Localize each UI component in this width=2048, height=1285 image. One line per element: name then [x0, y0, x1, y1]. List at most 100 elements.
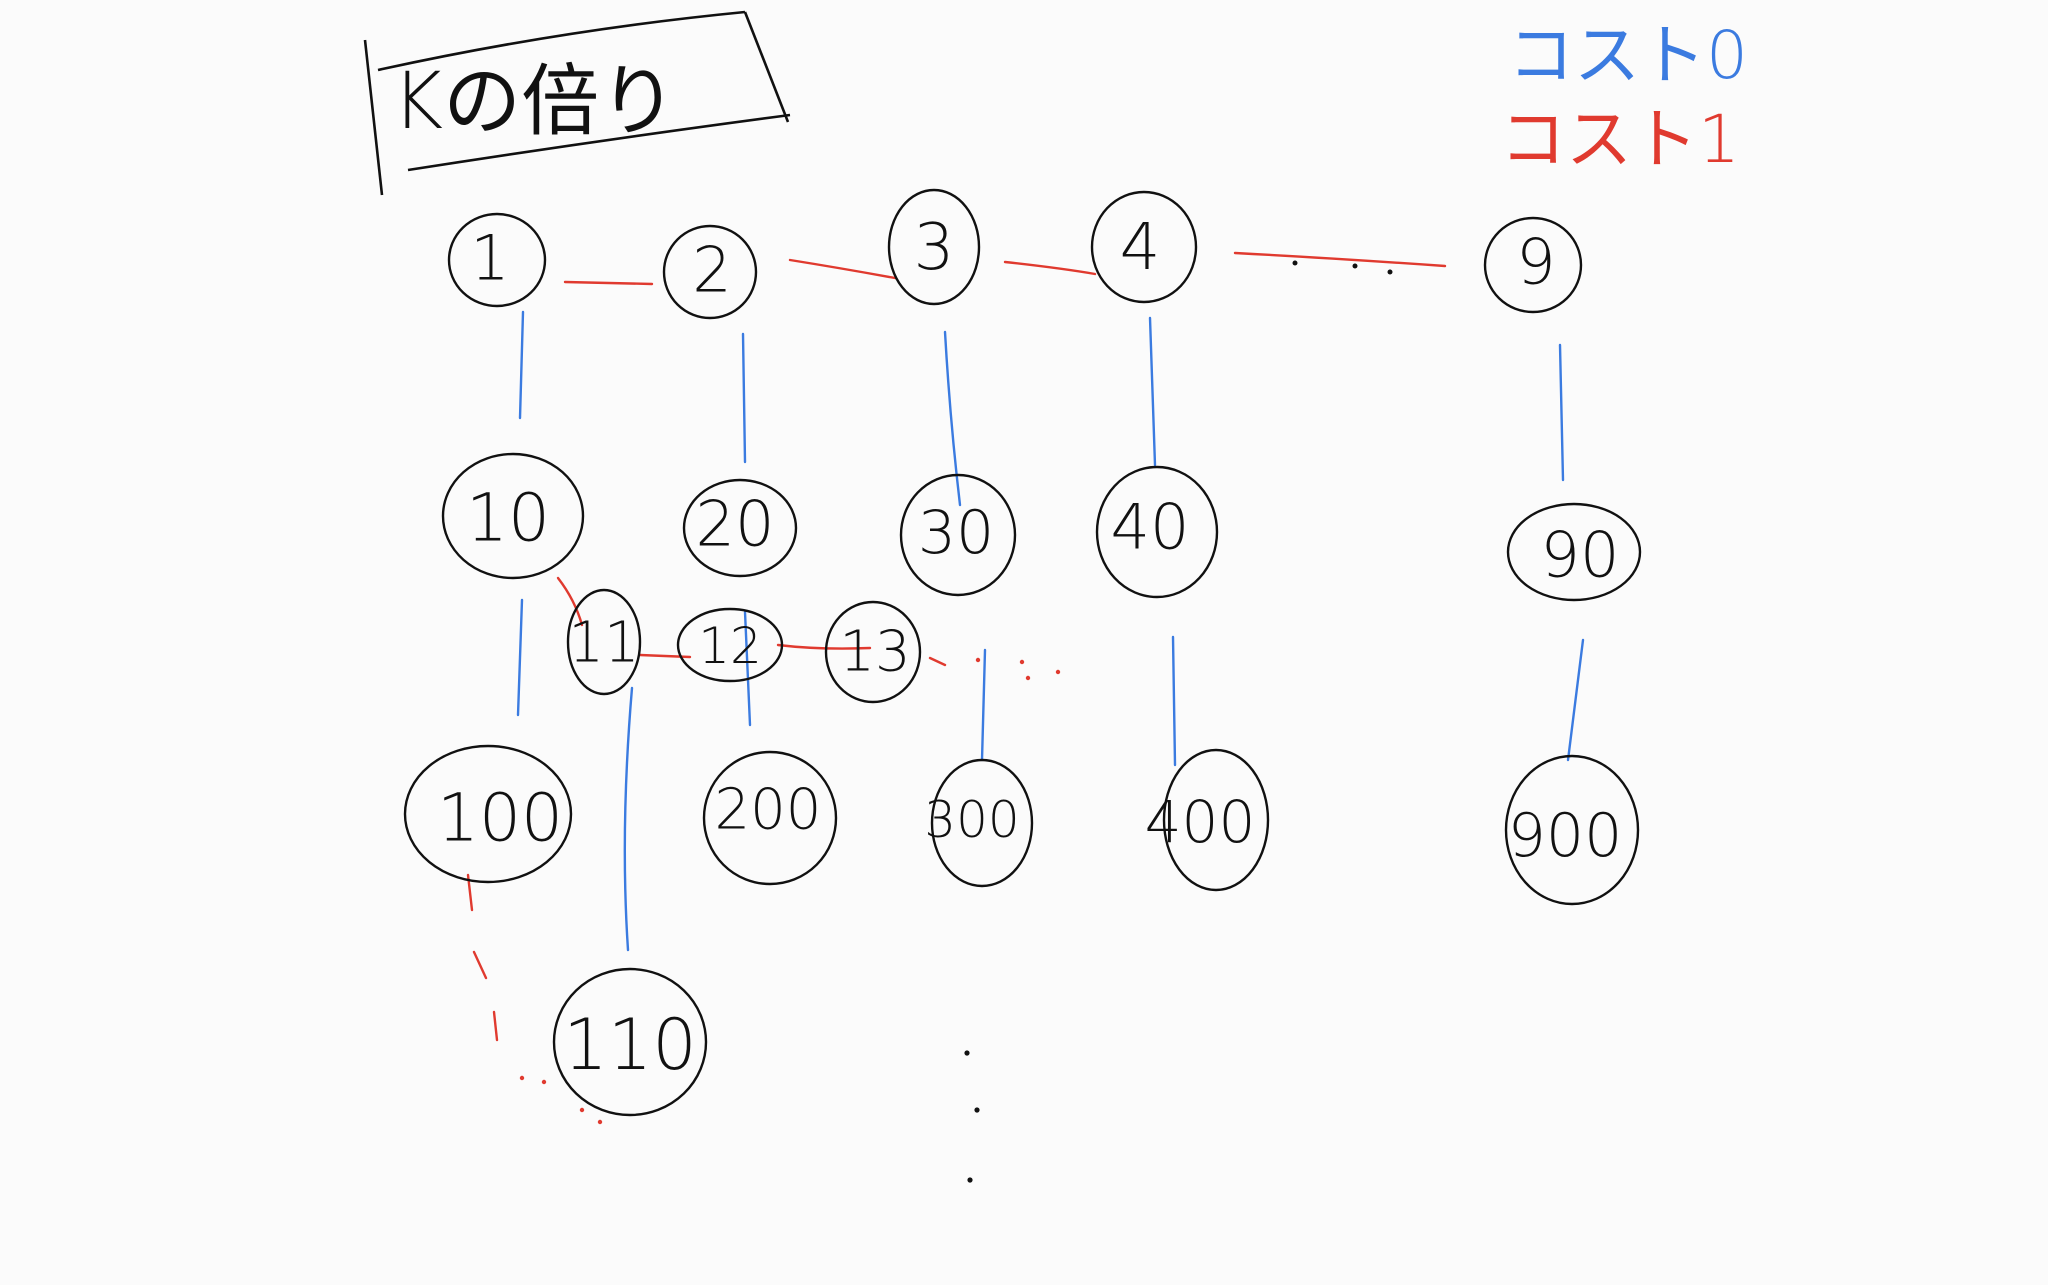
node-2: 2: [662, 224, 758, 320]
dot-row3-b: [1019, 659, 1025, 665]
edge-20-200: [743, 610, 752, 727]
edge-1-10: [518, 310, 525, 420]
node-10-circle: [441, 452, 585, 580]
node-3: 3: [887, 188, 981, 306]
cost0-edges: [516, 310, 1585, 952]
edge-3-30: [943, 330, 962, 507]
dot-col-b: [974, 1107, 980, 1113]
node-90: 90: [1506, 502, 1642, 602]
node-200-circle: [702, 750, 838, 886]
node-20-circle: [682, 478, 798, 578]
node-20: 20: [682, 478, 798, 578]
node-3-label: 3: [914, 211, 955, 285]
legend-cost1-label: コスト1: [1500, 101, 1740, 178]
node-1-label: 1: [470, 222, 509, 295]
node-110-label: 110: [563, 1004, 697, 1086]
node-1: 1: [447, 212, 547, 308]
dot-row3-a: [975, 657, 981, 663]
node-900-label: 900: [1508, 801, 1623, 871]
node-13-circle: [824, 600, 922, 704]
nodes: 1 2 3 4 9 10 20 30: [403, 188, 1642, 1117]
edge-1-2: [563, 280, 654, 286]
node-400-circle: [1162, 748, 1270, 892]
dot-row1-a: [1292, 260, 1298, 266]
node-100: 100: [403, 744, 573, 884]
node-200: 200: [702, 750, 838, 886]
dot-row5-d: [597, 1119, 603, 1125]
edge-100-110-b: [472, 950, 488, 980]
node-11: 11: [566, 588, 642, 696]
dot-col-a: [964, 1050, 970, 1056]
edge-4-40: [1148, 316, 1157, 467]
node-300-circle: [930, 758, 1034, 888]
node-9-circle: [1483, 216, 1583, 314]
node-11-label: 11: [568, 611, 639, 676]
node-12: 12: [676, 607, 784, 683]
node-40-circle: [1095, 465, 1219, 599]
dot-row1-b: [1352, 263, 1358, 269]
title-box: Kの倍り: [363, 10, 791, 196]
node-40: 40: [1095, 465, 1219, 599]
node-110-circle: [552, 967, 708, 1117]
node-4-label: 4: [1120, 211, 1161, 285]
dot-row5-a: [519, 1075, 525, 1081]
edge-12-13: [776, 643, 872, 650]
node-30-label: 30: [918, 498, 994, 568]
node-100-label: 100: [437, 780, 563, 857]
edge-3-4: [1003, 260, 1097, 276]
node-2-circle: [662, 224, 758, 320]
dot-row1-c: [1387, 269, 1393, 275]
dot-row3-c: [1025, 675, 1031, 681]
node-11-circle: [566, 588, 642, 696]
edge-13-continue: [928, 656, 947, 667]
title-box-bottom-border: [407, 113, 791, 172]
node-90-circle: [1506, 502, 1642, 602]
edge-2-20: [741, 332, 747, 464]
node-4-circle: [1090, 190, 1198, 304]
edge-90-900: [1566, 638, 1585, 762]
title-box-top-border: [377, 10, 746, 72]
node-10-label: 10: [466, 480, 550, 557]
node-9: 9: [1483, 216, 1583, 314]
continuation-dots: [519, 260, 1393, 1183]
node-200-label: 200: [715, 778, 822, 843]
node-400: 400: [1145, 748, 1270, 892]
node-900-circle: [1504, 754, 1640, 906]
title-box-right-border: [743, 11, 790, 123]
edge-11-110: [623, 686, 634, 952]
node-2-label: 2: [692, 234, 731, 307]
edge-10-100: [516, 598, 524, 717]
edge-2-3: [788, 258, 897, 280]
node-100-circle: [403, 744, 573, 884]
node-90-label: 90: [1541, 519, 1620, 592]
node-13-label: 13: [839, 620, 910, 685]
node-4: 4: [1090, 190, 1198, 304]
node-30: 30: [899, 473, 1017, 597]
dot-row5-b: [541, 1079, 547, 1085]
title-box-left-border: [363, 39, 384, 196]
dot-row3-d: [1055, 669, 1061, 675]
node-13: 13: [824, 600, 922, 704]
edge-11-12: [638, 653, 692, 659]
edge-30-300: [980, 648, 987, 762]
node-12-label: 12: [698, 617, 762, 675]
legend-cost0-label: コスト0: [1508, 17, 1748, 94]
node-40-label: 40: [1111, 491, 1190, 564]
node-110: 110: [552, 967, 708, 1117]
dot-col-c: [967, 1177, 973, 1183]
dot-row5-c: [579, 1107, 585, 1113]
title-text: Kの倍り: [392, 57, 677, 147]
node-1-circle: [447, 212, 547, 308]
node-12-circle: [676, 607, 784, 683]
node-9-label: 9: [1516, 226, 1555, 299]
node-20-label: 20: [696, 488, 775, 561]
node-900: 900: [1504, 754, 1640, 906]
node-3-circle: [887, 188, 981, 306]
edge-10-11: [556, 576, 584, 627]
node-300-label: 300: [924, 791, 1019, 849]
node-300: 300: [924, 758, 1034, 888]
legend: コスト0 コスト1: [1500, 17, 1748, 178]
edge-9-90: [1558, 343, 1565, 482]
node-30-circle: [899, 473, 1017, 597]
